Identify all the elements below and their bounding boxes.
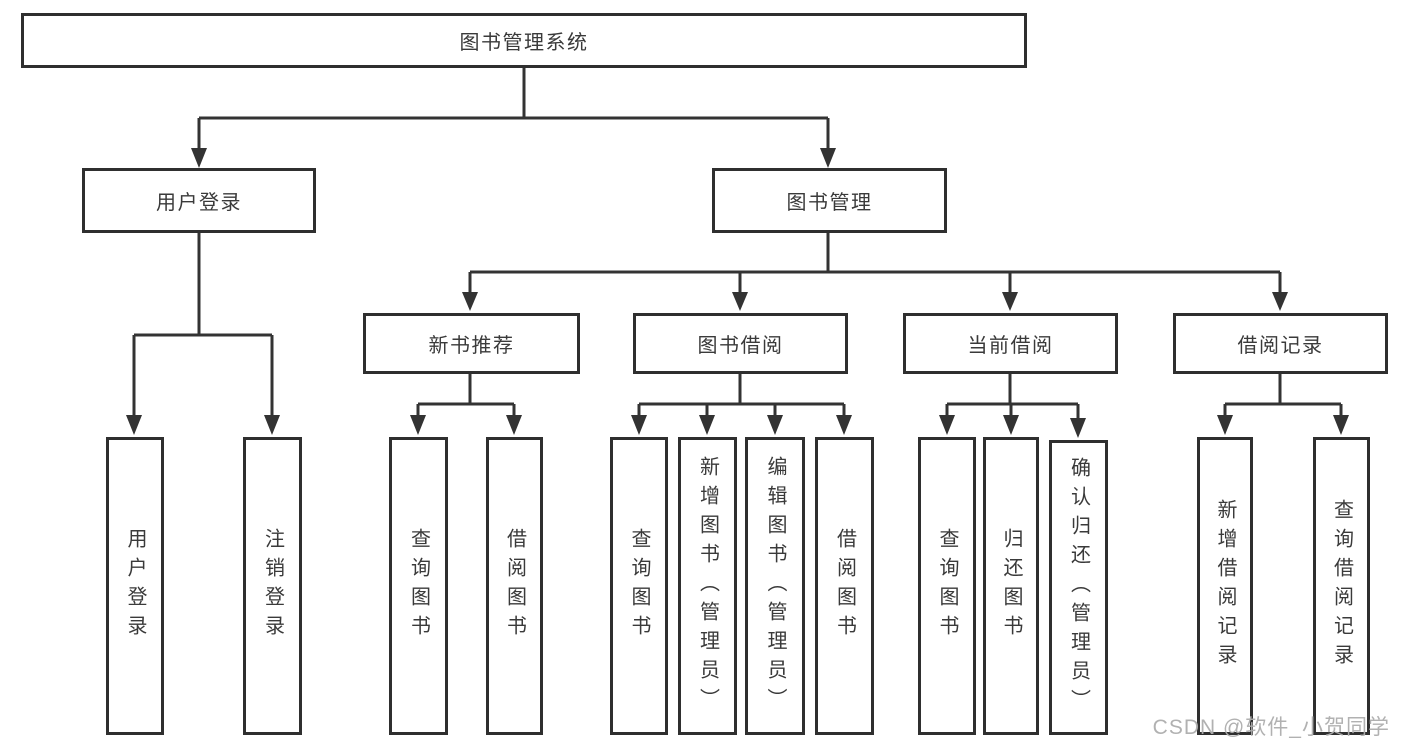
node-label: 图书管理系统 [459, 32, 589, 54]
node-borrowing-records: 借阅记录 [1173, 313, 1388, 374]
node-label: 图书借阅 [697, 335, 784, 357]
connector-lines [132, 68, 1343, 420]
leaf-newbook-query-books: 查询图书 [389, 437, 448, 735]
leaf-label: 查询图书 [936, 528, 958, 644]
leaf-label: 查询图书 [628, 528, 650, 644]
leaf-borrow-edit-books-admin: 编辑图书（管理员） [745, 437, 805, 735]
leaf-label: 归还图书 [1000, 528, 1022, 644]
leaf-logout: 注销登录 [243, 437, 302, 735]
leaf-records-query-record: 查询借阅记录 [1313, 437, 1370, 735]
leaf-label: 确认归还（管理员） [1067, 457, 1090, 718]
leaf-label: 借阅图书 [833, 528, 856, 644]
leaf-records-add-record: 新增借阅记录 [1197, 437, 1253, 735]
leaf-borrow-add-books-admin: 新增图书（管理员） [678, 437, 737, 735]
node-label: 用户登录 [156, 192, 242, 214]
leaf-label: 新增图书（管理员） [696, 455, 719, 717]
leaf-label: 借阅图书 [503, 528, 526, 644]
leaf-borrow-borrow-books: 借阅图书 [815, 437, 874, 735]
node-book-management: 图书管理 [712, 168, 947, 233]
csdn-watermark: CSDN @软件_小贺同学 [1152, 716, 1390, 739]
leaf-current-query-books: 查询图书 [918, 437, 976, 735]
node-current-borrowing: 当前借阅 [903, 313, 1118, 374]
leaf-user-login: 用户登录 [106, 437, 164, 735]
leaf-label: 编辑图书（管理员） [764, 455, 786, 717]
arrowheads [126, 148, 1349, 438]
leaf-current-confirm-return-admin: 确认归还（管理员） [1049, 440, 1108, 735]
node-book-borrowing: 图书借阅 [633, 313, 848, 374]
leaf-current-return-books: 归还图书 [983, 437, 1039, 735]
node-new-book-recommendation: 新书推荐 [363, 313, 580, 374]
leaf-label: 查询借阅记录 [1330, 499, 1353, 673]
leaf-label: 新增借阅记录 [1214, 499, 1236, 673]
node-library-management-system: 图书管理系统 [21, 13, 1027, 68]
node-user-login-branch: 用户登录 [82, 168, 316, 233]
leaf-borrow-query-books: 查询图书 [610, 437, 668, 735]
leaf-newbook-borrow-books: 借阅图书 [486, 437, 543, 735]
node-label: 新书推荐 [428, 335, 515, 357]
leaf-label: 用户登录 [124, 528, 146, 644]
leaf-label: 查询图书 [407, 528, 430, 644]
leaf-label: 注销登录 [261, 528, 284, 644]
node-label: 图书管理 [786, 192, 873, 214]
node-label: 当前借阅 [967, 335, 1054, 357]
node-label: 借阅记录 [1237, 335, 1324, 357]
